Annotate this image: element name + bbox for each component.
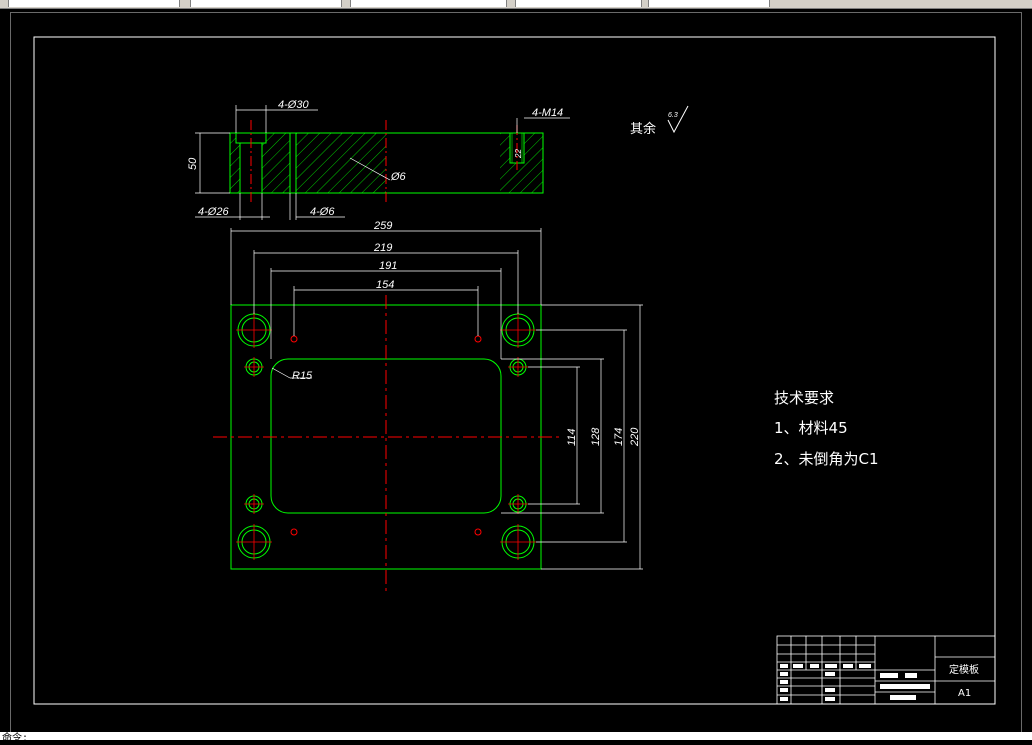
roughness-symbol-icon: [667, 105, 689, 134]
tech-req-item-1: 1、材料45: [774, 419, 848, 437]
toolbar-combo-2[interactable]: [190, 0, 342, 7]
dim-219: 219: [373, 242, 392, 254]
toolbar-combo-3[interactable]: [350, 0, 507, 7]
dim-154: 154: [376, 279, 394, 291]
dim-thickness-50: 50: [187, 157, 199, 170]
dim-d6: Ø6: [390, 171, 407, 183]
title-block-fills: [780, 664, 930, 701]
toolbar-combo-5[interactable]: [648, 0, 770, 7]
dim-4-m14: 4-M14: [532, 107, 563, 119]
dim-4-d30: 4-Ø30: [278, 99, 309, 111]
toolbar-combo-4[interactable]: [515, 0, 642, 7]
surface-note-text: 其余: [630, 121, 656, 137]
command-line[interactable]: 命令:: [0, 732, 1032, 745]
section-view: [195, 105, 570, 220]
tech-req-title: 技术要求: [774, 389, 834, 407]
dim-220: 220: [629, 427, 641, 447]
dim-depth-22: 22: [514, 149, 523, 159]
dim-191: 191: [379, 260, 397, 272]
sheet-size: A1: [958, 688, 971, 699]
surface-roughness-value: 6.3: [668, 112, 678, 119]
dim-114: 114: [566, 428, 578, 446]
dim-4-d6: 4-Ø6: [310, 206, 335, 218]
plan-view: [213, 228, 643, 595]
dim-r15: R15: [292, 370, 313, 382]
dim-259: 259: [373, 220, 392, 232]
command-prompt: 命令:: [2, 734, 29, 745]
dim-128: 128: [590, 427, 602, 446]
toolbar-strip: [0, 0, 1032, 9]
dim-174: 174: [613, 428, 625, 446]
dim-4-d26: 4-Ø26: [198, 206, 229, 218]
part-name: 定模板: [949, 663, 979, 676]
toolbar-combo-1[interactable]: [8, 0, 180, 7]
title-block: [776, 635, 996, 705]
tech-req-item-2: 2、未倒角为C1: [774, 450, 879, 468]
drawing-canvas[interactable]: [10, 12, 1022, 734]
drawing-border: [33, 36, 996, 705]
